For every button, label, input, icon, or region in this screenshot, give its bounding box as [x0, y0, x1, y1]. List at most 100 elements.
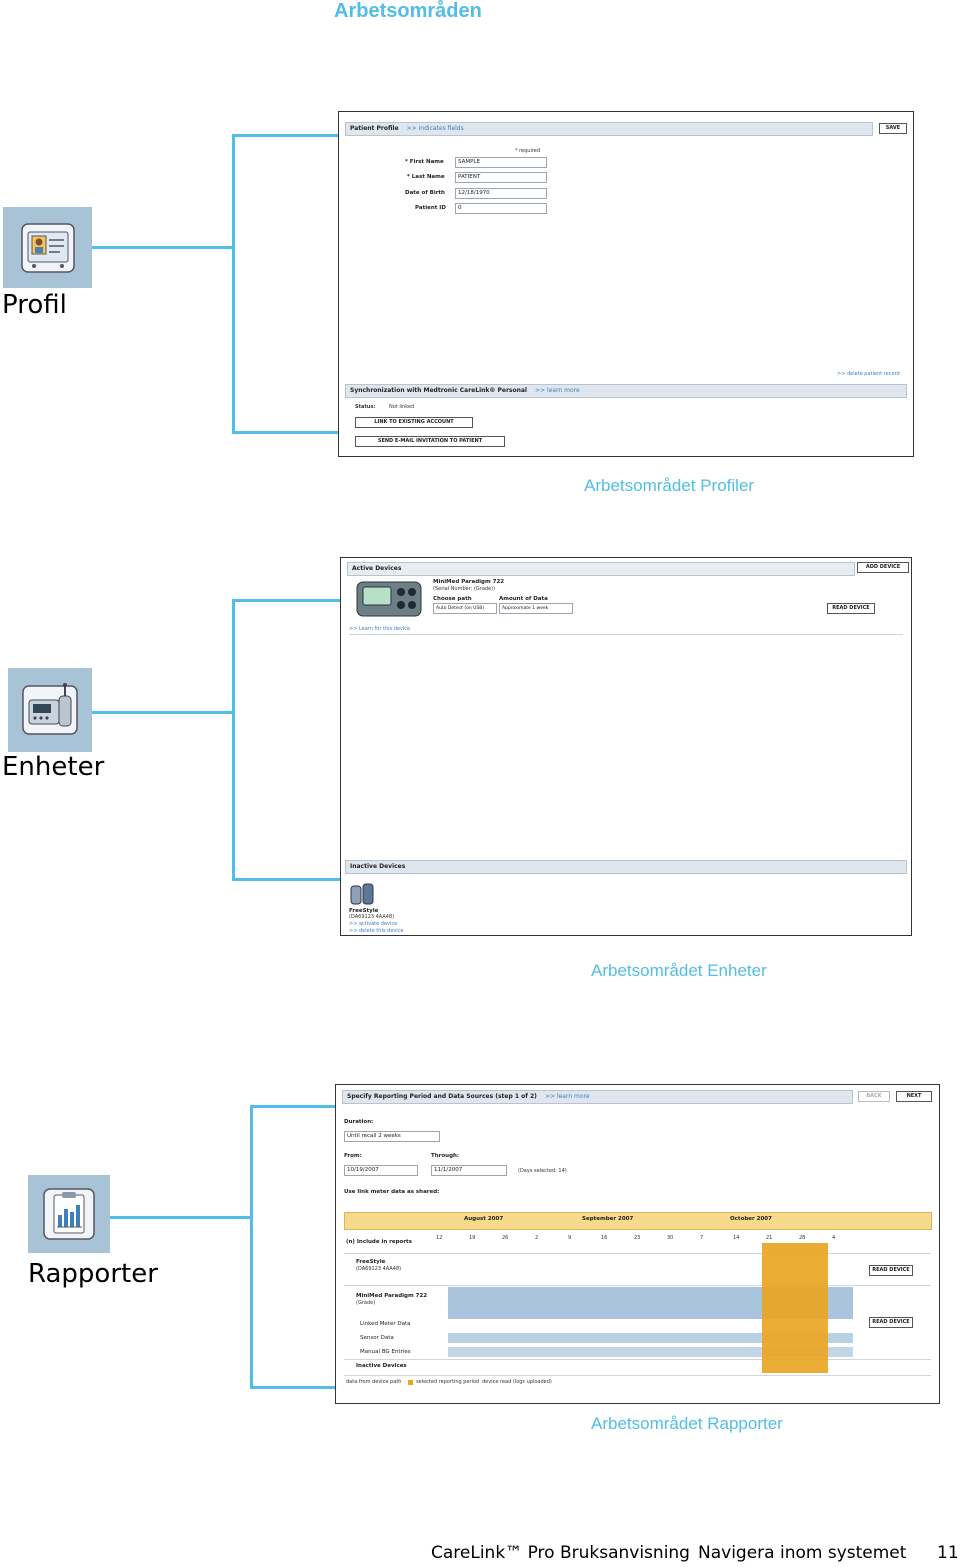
day-tick: 19 — [469, 1235, 476, 1241]
profil-bracket-top — [232, 134, 340, 137]
paradigm-row-sub: (Grade) — [356, 1300, 376, 1306]
rapporter-screenshot: Specify Reporting Period and Data Source… — [335, 1084, 940, 1404]
read-device-button[interactable]: READ DEVICE — [827, 603, 875, 614]
profil-icon-tile[interactable] — [3, 207, 92, 288]
meter-device-image — [350, 883, 374, 905]
freestyle-row-name: FreeStyle — [356, 1259, 386, 1265]
from-label: From: — [344, 1153, 362, 1159]
legend-divider — [344, 1375, 931, 1376]
profil-screenshot: Patient Profile >> indicates fields SAVE… — [338, 111, 914, 457]
patient-profile-bar: Patient Profile >> indicates fields — [345, 122, 873, 136]
next-button[interactable]: NEXT — [896, 1091, 932, 1102]
reporting-period-bar: Specify Reporting Period and Data Source… — [342, 1090, 853, 1104]
link-account-button[interactable]: LINK TO EXISTING ACCOUNT — [355, 417, 473, 428]
active-devices-bar: Active Devices — [347, 562, 855, 576]
pump-serial: (Serial Number: (Grade)) — [433, 586, 496, 592]
reporting-period-title: Specify Reporting Period and Data Source… — [347, 1093, 537, 1100]
read-device-button-2[interactable]: READ DEVICE — [869, 1317, 913, 1328]
patient-id-label: Patient ID — [415, 205, 446, 211]
days-selected: (Days selected: 14) — [518, 1168, 567, 1174]
activate-device-link[interactable]: >> activate device — [349, 921, 398, 927]
rapporter-caption: Arbetsområdet Rapporter — [591, 1414, 783, 1433]
calendar-band — [344, 1212, 932, 1230]
day-tick: 21 — [766, 1235, 773, 1241]
active-devices-divider — [349, 634, 903, 635]
enheter-bracket — [232, 599, 235, 881]
through-field[interactable]: 11/1/2007 — [431, 1165, 507, 1176]
rapporter-icon-tile[interactable] — [28, 1175, 110, 1253]
day-tick: 16 — [601, 1235, 608, 1241]
footer-title: CareLink™ Pro Bruksanvisning — [431, 1543, 690, 1563]
manual-bg-bar — [448, 1347, 853, 1357]
day-tick: 4 — [832, 1235, 836, 1241]
selected-period-highlight — [762, 1243, 828, 1373]
profil-bracket — [232, 134, 235, 434]
rapporter-bracket — [250, 1105, 253, 1389]
sync-learn-link[interactable]: >> learn more — [535, 387, 580, 394]
freestyle-row-sub: (DA69123 4AA48) — [356, 1266, 402, 1272]
day-tick: 14 — [733, 1235, 740, 1241]
sync-title: Synchronization with Medtronic CareLink®… — [350, 387, 527, 394]
send-invitation-button[interactable]: SEND E-MAIL INVITATION TO PATIENT — [355, 436, 505, 447]
indicates-fields-link[interactable]: >> indicates fields — [406, 125, 464, 132]
inactive-row-divider — [344, 1359, 931, 1360]
profil-connector — [92, 246, 234, 249]
save-button[interactable]: SAVE — [879, 123, 907, 134]
amount-select[interactable]: Approximate 1 week — [499, 603, 573, 614]
pump-name: MiniMed Paradigm 722 — [433, 579, 505, 585]
rapporter-label: Rapporter — [28, 1259, 158, 1289]
path-select[interactable]: Auto Detect (on USB) — [433, 603, 497, 614]
patient-profile-icon — [20, 222, 75, 273]
footer-section: Navigera inom systemet — [698, 1543, 907, 1563]
use-link-label: Use link meter data as shared: — [344, 1189, 440, 1195]
enheter-label: Enheter — [2, 752, 105, 782]
enheter-caption: Arbetsområdet Enheter — [591, 961, 767, 980]
paradigm-row-divider — [344, 1285, 931, 1286]
delete-device-link[interactable]: >> delete this device — [349, 928, 404, 934]
meter-name: FreeStyle — [349, 908, 379, 914]
from-field[interactable]: 10/19/2007 — [344, 1165, 418, 1176]
day-tick: 12 — [436, 1235, 443, 1241]
sync-bar: Synchronization with Medtronic CareLink®… — [345, 384, 907, 398]
add-device-button[interactable]: ADD DEVICE — [857, 562, 909, 573]
enheter-bracket-bottom — [232, 878, 342, 881]
patient-profile-title: Patient Profile — [350, 125, 399, 132]
inactive-devices-bar: Inactive Devices — [345, 860, 907, 874]
first-name-field[interactable]: SAMPLE — [455, 157, 547, 168]
profil-label: Profil — [2, 290, 67, 320]
month-october: October 2007 — [730, 1216, 772, 1222]
back-button[interactable]: BACK — [858, 1091, 890, 1102]
delete-patient-link[interactable]: >> delete patient record — [837, 371, 900, 377]
include-reports-label: (n) Include in reports — [346, 1239, 412, 1245]
read-device-button-1[interactable]: READ DEVICE — [869, 1265, 913, 1276]
dob-label: Date of Birth — [405, 190, 445, 196]
day-tick: 23 — [634, 1235, 641, 1241]
day-tick: 26 — [502, 1235, 509, 1241]
active-devices-title: Active Devices — [352, 565, 402, 572]
reporting-learn-link[interactable]: >> learn more — [544, 1093, 590, 1100]
paradigm-row-name: MiniMed Paradigm 722 — [356, 1293, 428, 1299]
day-tick: 2 — [535, 1235, 539, 1241]
required-note: * required — [515, 148, 541, 154]
learn-device-link[interactable]: >> Learn for this device — [349, 626, 411, 632]
choose-path-label: Choose path — [433, 596, 472, 602]
linked-meter-row: Linked Meter Data — [360, 1321, 411, 1327]
status-label: Status: — [355, 404, 376, 410]
legend-swatch — [408, 1380, 413, 1385]
legend-selected-period: selected reporting period — [416, 1379, 480, 1385]
last-name-field[interactable]: PATIENT — [455, 172, 547, 183]
sensor-data-bar — [448, 1333, 853, 1343]
legend-device-read: device read (logs uploaded) — [482, 1379, 552, 1385]
month-september: September 2007 — [582, 1216, 634, 1222]
day-tick: 30 — [667, 1235, 674, 1241]
manual-bg-row: Manual BG Entries — [360, 1349, 411, 1355]
enheter-icon-tile[interactable] — [8, 668, 92, 752]
last-name-label: * Last Name — [407, 174, 445, 180]
enheter-screenshot: Active Devices ADD DEVICE MiniMed Paradi… — [340, 557, 912, 936]
dob-field[interactable]: 12/18/1970 — [455, 188, 547, 199]
rapporter-bracket-top — [250, 1105, 336, 1108]
status-value: Not linked — [389, 404, 415, 410]
patient-id-field[interactable]: 0 — [455, 203, 547, 214]
day-tick: 28 — [799, 1235, 806, 1241]
duration-select[interactable]: Until recall 2 weeks — [344, 1131, 440, 1142]
